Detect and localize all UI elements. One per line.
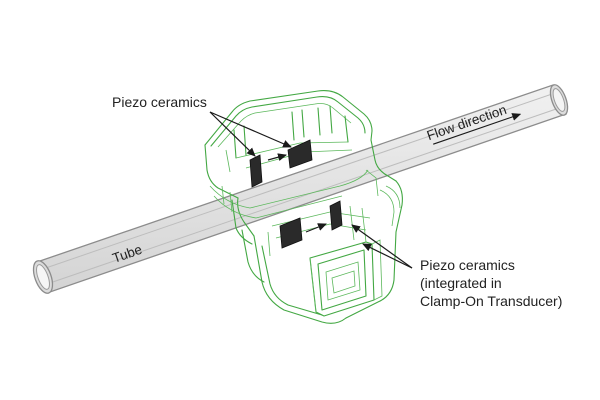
piezo-ceramics-label-top: Piezo ceramics xyxy=(112,94,207,110)
tube-end-left-inner xyxy=(36,264,50,290)
arrow-right-icon xyxy=(433,113,522,145)
tube xyxy=(32,84,569,294)
piezo-bottom-line3: Clamp-On Transducer) xyxy=(420,293,562,309)
piezo-top-center xyxy=(287,139,313,169)
leader-lines xyxy=(209,111,413,269)
piezo-bottom-right xyxy=(329,200,343,231)
piezo-ceramics-label-bottom: Piezo ceramics (integrated in Clamp-On T… xyxy=(420,257,562,309)
signal-arrows xyxy=(267,153,327,233)
piezo-top-left xyxy=(249,154,263,188)
piezo-bottom-center xyxy=(279,217,303,249)
piezo-bottom-line1: Piezo ceramics xyxy=(420,257,515,273)
tube-inner-wall-bottom xyxy=(46,106,563,285)
piezo-bottom-line2: (integrated in xyxy=(420,275,502,291)
tube-end-right-inner xyxy=(552,88,566,112)
clamp-on-housing xyxy=(204,90,403,324)
tube-inner-wall-top xyxy=(39,92,556,271)
piezo-ceramics xyxy=(249,139,343,249)
